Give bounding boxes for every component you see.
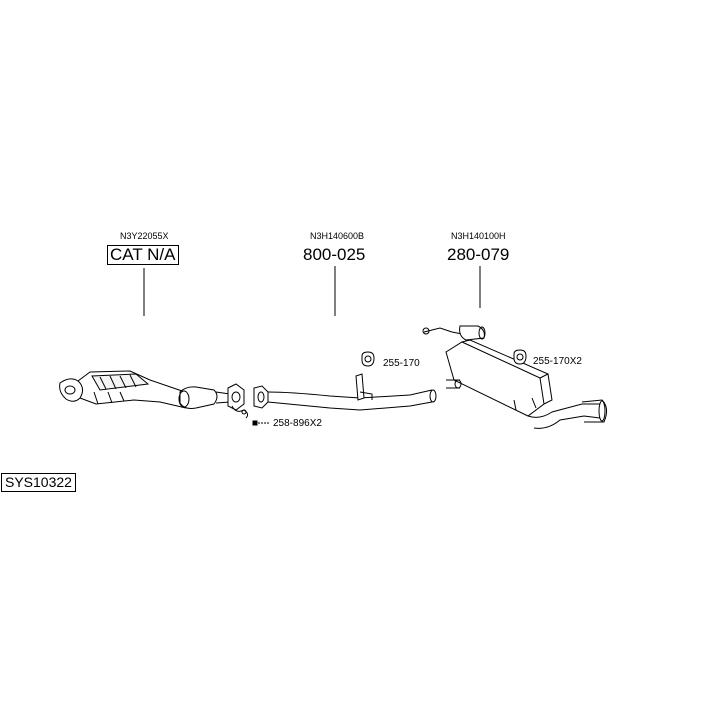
part-number-catalyst: CAT N/A: [107, 245, 179, 265]
hanger-label-mid: 255-170: [383, 358, 420, 369]
bolt-drawing: [252, 420, 270, 426]
hanger-label-rear: 255-170X2: [533, 356, 582, 367]
middle-pipe-drawing: [253, 373, 437, 411]
bolt-label: 258-896X2: [273, 418, 322, 429]
part-number-middle-pipe: 800-025: [303, 245, 366, 264]
catalyst-assembly-drawing: [59, 370, 249, 419]
rear-silencer-drawing: [422, 325, 608, 429]
hanger-drawing-mid: [361, 351, 375, 367]
oem-code-rear-silencer: N3H140100H: [451, 231, 506, 241]
hanger-drawing-rear: [513, 349, 527, 365]
oem-code-middle-pipe: N3H140600B: [310, 231, 365, 241]
system-code: SYS10322: [1, 473, 76, 492]
oem-code-catalyst: N3Y22055X: [120, 231, 169, 241]
part-number-rear-silencer: 280-079: [447, 245, 510, 264]
